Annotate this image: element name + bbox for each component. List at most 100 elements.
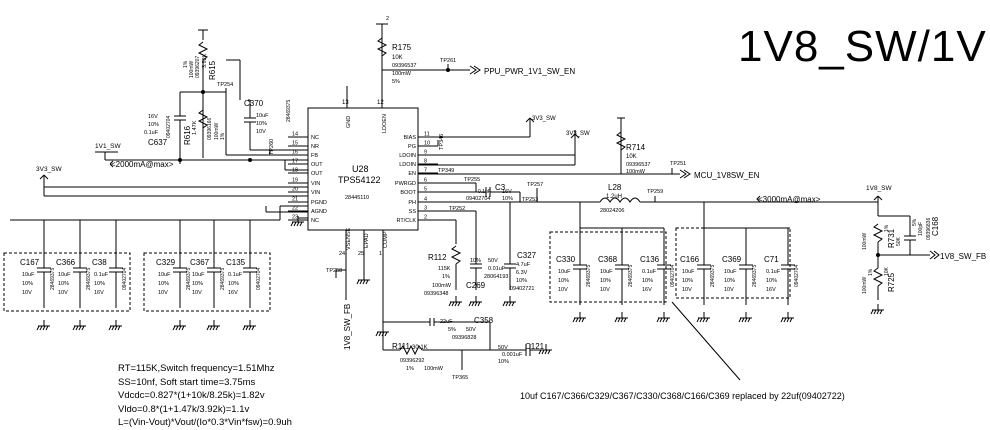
c269-l4: 28064193: [484, 274, 508, 280]
net-ppu-en: PPU_PWR_1V1_SW_EN: [484, 67, 575, 76]
r731-l2: 50K: [896, 236, 902, 246]
r615-r616-divider: R615 3.92K 09396207 100mW 1% TP254 R616 …: [144, 29, 308, 164]
c3-l3: 10%: [502, 196, 513, 202]
cap-ref: C38: [92, 258, 107, 267]
c358-l2: 5%: [448, 327, 456, 333]
cap-pn: 09402704: [670, 265, 676, 287]
cap-bank-left-b: [143, 252, 271, 312]
tp254-label: TP254: [217, 82, 233, 88]
pin-left-name: FB: [311, 153, 318, 159]
caps-left: C16710uF10%10V28469375C36610uF10%10V2846…: [20, 220, 262, 308]
cap-bank-right-b: [675, 227, 791, 299]
r615-l2: 09396207: [195, 56, 201, 78]
net-1v8-sw: 1V8_SW: [866, 185, 893, 192]
c370-ref: C370: [244, 99, 264, 108]
cap-ref: C71: [764, 255, 779, 264]
c3-l1: 0.1uF: [478, 189, 491, 195]
net-3v3-sw-a: 3V3_SW: [532, 116, 556, 122]
l28-l2: 28024206: [600, 208, 624, 214]
cap-pn: 28469375: [710, 265, 716, 287]
r112-l3: 100mW: [432, 283, 452, 289]
cap-value: 16V: [642, 287, 652, 293]
ic-ref: U28: [352, 164, 369, 174]
cap-ref: C366: [56, 258, 76, 267]
c269-ref: C269: [466, 281, 486, 290]
pin-right-name: LDOIN: [399, 153, 416, 159]
ic-left-pins: 14NC15NR16FB17OUT18OUT19VIN20VIN21PGND22…: [288, 132, 327, 224]
tp257-label: TP257: [527, 182, 543, 188]
c269-l3: 0.01uF: [488, 266, 506, 272]
r615-ref: R615: [208, 60, 217, 80]
cap-value: 10%: [600, 278, 611, 284]
r175-ref: R175: [392, 43, 412, 52]
c168-l1: 09396836: [926, 218, 932, 240]
c637-l3: 0.1uF: [144, 130, 159, 136]
pin-left-name: OUT: [311, 162, 323, 168]
caps-right: C33010uF10%10V28469375C36810uF10%10V2846…: [556, 228, 800, 305]
cap-ref: C330: [556, 255, 576, 264]
pin-left-name: AGND: [311, 209, 327, 215]
cap-value: 10uF: [682, 269, 695, 275]
tp252-label: TP252: [449, 206, 465, 212]
tp349-label: TP349: [438, 168, 454, 174]
note-vdcdc: Vdcdc=0.827*(1+10k/8.25k)=1.82v: [118, 390, 265, 401]
ic-right-pins: 11BIAS10PG9LDOIN8LDOIN7EN6PWRGD5BOOT4PH3…: [395, 132, 438, 224]
c269-l1: 10%: [470, 258, 481, 264]
r175-l1: 10K: [392, 55, 403, 61]
r175-pin: 2: [386, 16, 389, 22]
r725-l3: 1%: [868, 268, 874, 276]
pin-left-name: NC: [311, 218, 319, 224]
cap-value: 10%: [558, 278, 569, 284]
c637-l2: 10%: [148, 122, 159, 128]
r714-l1: 10K: [626, 154, 637, 160]
cap-value: 16V: [766, 287, 776, 293]
pin-left-name: VIN: [311, 190, 320, 196]
pin-24-num: 24: [339, 251, 345, 257]
c358-l1: 22uF: [440, 319, 453, 325]
c637-l4: 09402704: [166, 116, 172, 138]
pin-left-num: 17: [292, 159, 298, 165]
r714-ref: R714: [626, 143, 646, 152]
cap-pn: 09402704: [794, 265, 800, 287]
cap-pn: 09402704: [256, 268, 262, 290]
out-1v1-net: 1V1_SW <2000mA@max>: [95, 143, 308, 171]
pin-left-name: NC: [311, 135, 319, 141]
pin-left-num: 16: [292, 150, 298, 156]
cap-value: 10%: [22, 281, 33, 287]
cap-value: 10%: [642, 278, 653, 284]
cap-pn: 28469375: [186, 268, 192, 290]
note-rt: RT=115K,Switch frequency=1.51Mhz: [118, 363, 275, 374]
c168-ref: C168: [931, 216, 940, 236]
pin-right-name: SS: [409, 209, 417, 215]
r111-l1: 30.1K: [412, 345, 428, 351]
cap-value: 10uF: [558, 269, 571, 275]
pin-left-name: NR: [311, 144, 319, 150]
cap-value: 0.1uF: [228, 272, 243, 278]
right-side-network: 3V3_SW TP346 3V3_SW TP349 R714 10K 09396…: [418, 116, 878, 381]
pin-right-name: PG: [408, 144, 416, 150]
cap-ref: C368: [598, 255, 618, 264]
r112-l4: 09396348: [424, 291, 448, 297]
cap-value: 10uF: [192, 272, 205, 278]
cap-value: 10%: [192, 281, 203, 287]
r175-l4: 5%: [392, 79, 400, 85]
cap-value: 10V: [158, 290, 168, 296]
r731-ref: R731: [887, 228, 896, 248]
pin-right-num: 9: [424, 150, 427, 156]
pin-left-num: 19: [292, 178, 298, 184]
r616-l3: 100mW: [214, 122, 220, 140]
cap-ref: C369: [722, 255, 742, 264]
cap-value: 10%: [766, 278, 777, 284]
r616-l1: 1.47K: [192, 120, 198, 135]
cap-value: 0.1uF: [766, 269, 781, 275]
pin-right-num: 6: [424, 178, 427, 184]
cap-ref: C367: [190, 258, 210, 267]
c269-l2: 50V: [488, 258, 498, 264]
c3-l4: 16V: [502, 189, 512, 195]
cap-replace-note: 10uf C167/C366/C329/C367/C330/C368/C166/…: [520, 391, 845, 401]
pin-25-name: EPAD: [364, 233, 370, 248]
ground-symbols: [36, 216, 884, 355]
c121-l1: 50V: [498, 345, 508, 351]
cap-value: 10%: [58, 281, 69, 287]
pin-left-num: 22: [292, 206, 298, 212]
